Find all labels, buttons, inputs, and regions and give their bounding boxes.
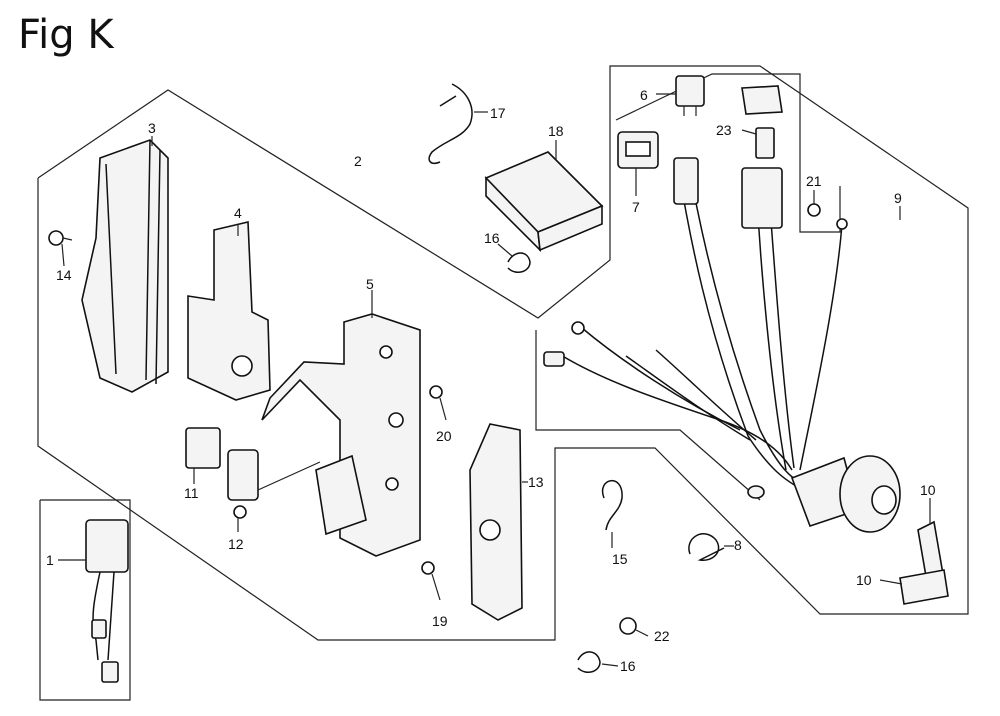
part-16-clamp-upper xyxy=(507,252,531,273)
part-3-control-box-cover xyxy=(81,139,169,393)
part-18-inverter-unit xyxy=(484,151,604,253)
callout-12: 12 xyxy=(228,536,244,552)
part-8-clip xyxy=(688,533,725,561)
callout-11: 11 xyxy=(184,485,199,501)
part-22-bolt xyxy=(619,617,649,637)
part-13-plate xyxy=(469,423,523,621)
part-21-nut xyxy=(807,203,821,217)
callout-23: 23 xyxy=(716,122,732,138)
callout-19: 19 xyxy=(432,613,448,629)
part-11-switch xyxy=(185,427,221,484)
part-5-control-panel xyxy=(261,313,421,557)
callout-14: 14 xyxy=(56,267,72,283)
part-14-screw xyxy=(48,230,73,246)
part-23-fuse xyxy=(741,85,783,159)
part-16-clamp-lower xyxy=(577,651,601,673)
callout-10-lower: 10 xyxy=(856,572,872,588)
part-17-clip xyxy=(428,83,473,164)
part-19-screw xyxy=(421,561,441,601)
callout-17: 17 xyxy=(490,105,506,121)
part-20-screw xyxy=(429,385,447,421)
callout-22: 22 xyxy=(654,628,670,644)
ignition-switch xyxy=(790,455,901,533)
part-4-bracket xyxy=(187,221,271,401)
callout-13: 13 xyxy=(528,474,544,490)
callout-6: 6 xyxy=(640,87,648,103)
part-1-regulator xyxy=(85,519,129,683)
callout-7: 7 xyxy=(632,199,640,215)
callout-3: 3 xyxy=(148,120,156,136)
part-6-relay xyxy=(675,75,705,116)
callout-5: 5 xyxy=(366,276,374,292)
assembly-outline-harness xyxy=(535,73,841,501)
callout-1: 1 xyxy=(46,552,54,568)
assembly-outline-left xyxy=(37,65,969,641)
callout-21: 21 xyxy=(806,173,822,189)
callout-4: 4 xyxy=(234,205,242,221)
callout-18: 18 xyxy=(548,123,564,139)
callout-2: 2 xyxy=(354,153,362,169)
callout-16-lower: 16 xyxy=(620,658,636,674)
assembly-outline-regulator xyxy=(39,499,131,701)
callout-9: 9 xyxy=(894,190,902,206)
part-12-breaker xyxy=(227,449,321,519)
part-7-connector xyxy=(617,131,659,169)
callout-16-upper: 16 xyxy=(484,230,500,246)
callout-15: 15 xyxy=(612,551,628,567)
callout-8: 8 xyxy=(734,537,742,553)
figure-title: Fig K xyxy=(18,12,114,58)
callout-20: 20 xyxy=(436,428,452,444)
part-9-wire-harness xyxy=(543,157,848,499)
part-10-key-lower xyxy=(899,569,949,605)
callout-10-upper: 10 xyxy=(920,482,936,498)
part-15-cable-band xyxy=(601,479,623,531)
